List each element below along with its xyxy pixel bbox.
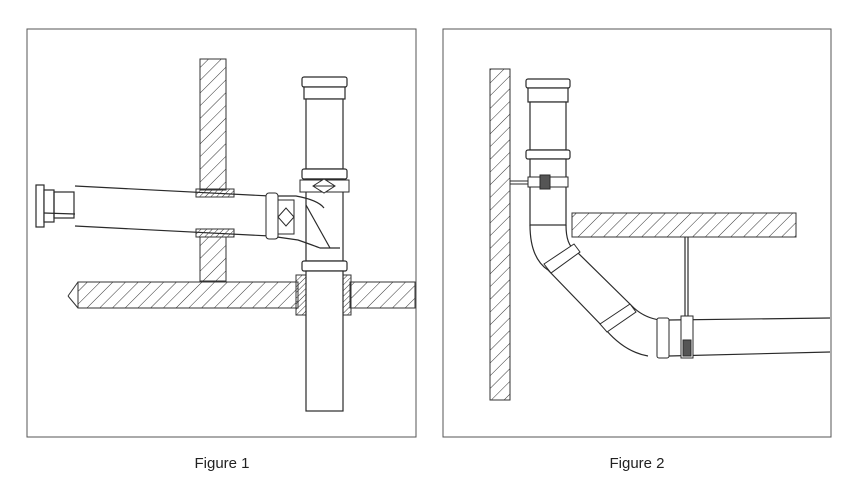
elbow-bend — [529, 224, 661, 357]
figure-1-caption: Figure 1 — [194, 455, 250, 472]
wall-vertical — [199, 58, 227, 282]
ceiling-slab — [571, 212, 797, 238]
hanger-rod — [680, 237, 694, 359]
figure-1 — [26, 28, 417, 438]
floor-slab — [67, 281, 416, 309]
figure-2-caption: Figure 2 — [609, 455, 665, 472]
vertical-stack-pipe — [301, 76, 348, 412]
stack-clamp — [299, 178, 350, 194]
horizontal-branch-pipe — [74, 185, 340, 249]
figure-2-frame — [442, 28, 832, 438]
pipe-end-socket — [35, 184, 76, 228]
wall-bracket — [510, 174, 569, 190]
horizontal-pipe-2 — [668, 317, 831, 357]
elbow-collars — [543, 243, 670, 359]
floor-sleeve-left — [295, 274, 307, 316]
diagram-canvas — [26, 28, 832, 438]
branch-fitting — [265, 192, 295, 240]
figure-2 — [442, 28, 832, 438]
wall-vertical-2 — [489, 68, 511, 401]
figure-1-frame — [26, 28, 417, 438]
vertical-pipe-2 — [525, 78, 571, 226]
